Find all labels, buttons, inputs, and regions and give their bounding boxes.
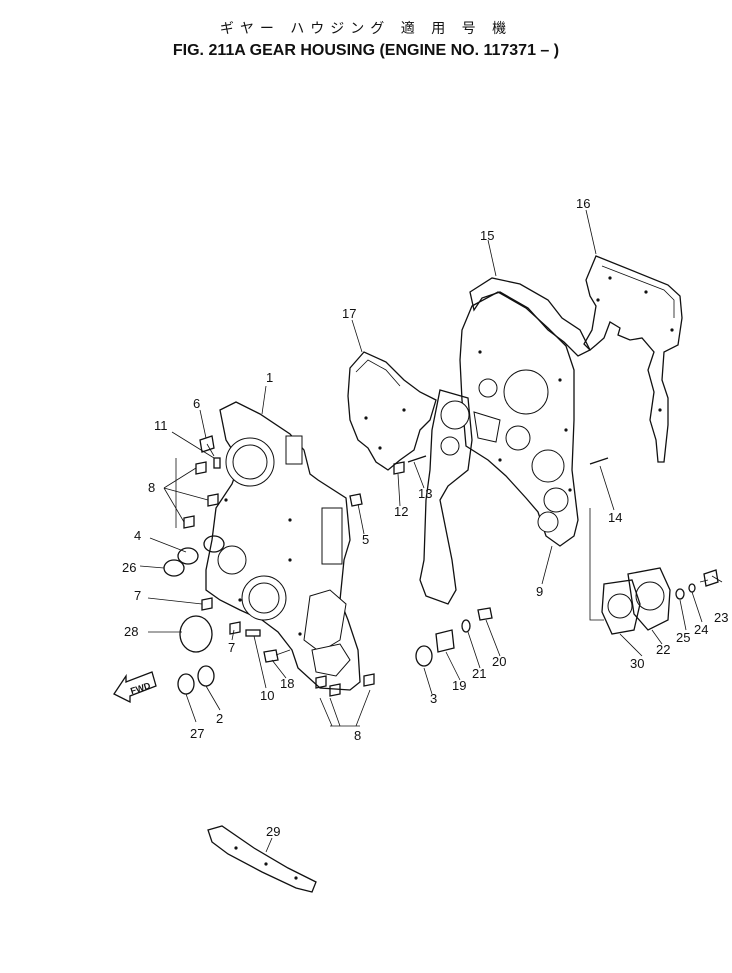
bolts-and-plugs bbox=[163, 435, 719, 893]
gear-housing-1 bbox=[205, 401, 361, 691]
callout-7a: 7 bbox=[134, 588, 141, 603]
callout-22: 22 bbox=[656, 642, 670, 657]
callout-20: 20 bbox=[492, 654, 506, 669]
callout-8a: 8 bbox=[148, 480, 155, 495]
callout-12: 12 bbox=[394, 504, 408, 519]
callout-26: 26 bbox=[122, 560, 136, 575]
fwd-arrow-icon: FWD bbox=[113, 671, 157, 704]
seal-4 bbox=[203, 535, 225, 553]
callout-23: 23 bbox=[714, 610, 728, 625]
callout-27: 27 bbox=[190, 726, 204, 741]
fwd-label: FWD bbox=[129, 680, 152, 696]
title-japanese: ギヤー ハウジング 適 用 号 機 bbox=[219, 21, 513, 37]
callout-28: 28 bbox=[124, 624, 138, 639]
callout-30: 30 bbox=[630, 656, 644, 671]
callout-8b: 8 bbox=[354, 728, 361, 743]
leader-lines bbox=[139, 209, 723, 853]
plate-gasket bbox=[419, 389, 473, 605]
gasket-17 bbox=[347, 351, 437, 471]
plate-9 bbox=[459, 291, 579, 547]
callout-9: 9 bbox=[536, 584, 543, 599]
gasket-16 bbox=[583, 255, 683, 463]
callout-numbers: 1 2 3 4 5 6 7 7 8 8 9 10 11 12 13 14 15 … bbox=[122, 196, 728, 839]
callout-13: 13 bbox=[418, 486, 432, 501]
callout-18: 18 bbox=[280, 676, 294, 691]
callout-17: 17 bbox=[342, 306, 356, 321]
gasket-15 bbox=[469, 277, 591, 357]
callout-1: 1 bbox=[266, 370, 273, 385]
callout-5: 5 bbox=[362, 532, 369, 547]
callout-25: 25 bbox=[676, 630, 690, 645]
callout-29: 29 bbox=[266, 824, 280, 839]
callout-6: 6 bbox=[193, 396, 200, 411]
callout-21: 21 bbox=[472, 666, 486, 681]
callout-16: 16 bbox=[576, 196, 590, 211]
callout-15: 15 bbox=[480, 228, 494, 243]
figure-title: FIG. 211A GEAR HOUSING (ENGINE NO. 11737… bbox=[172, 42, 560, 59]
callout-19: 19 bbox=[452, 678, 466, 693]
callout-2: 2 bbox=[216, 711, 223, 726]
callout-10: 10 bbox=[260, 688, 274, 703]
callout-11: 11 bbox=[154, 418, 168, 433]
callout-4: 4 bbox=[134, 528, 141, 543]
callout-7b: 7 bbox=[228, 640, 235, 655]
callout-14: 14 bbox=[608, 510, 622, 525]
callout-24: 24 bbox=[694, 622, 708, 637]
callout-3: 3 bbox=[430, 691, 437, 706]
